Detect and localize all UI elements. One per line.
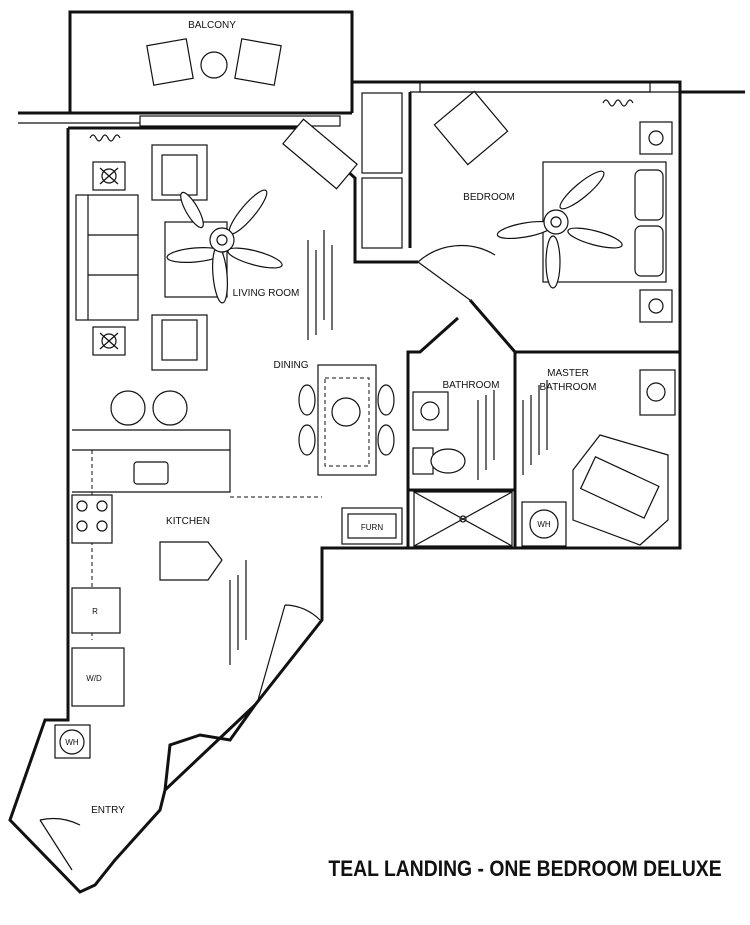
toilet [430,448,466,474]
bedroom-window [419,81,651,93]
label-dining: DINING [274,360,309,371]
ceiling-fan-icon [166,189,283,304]
pillow [634,169,664,221]
dining-chair [377,384,395,416]
label-bedroom: BEDROOM [463,192,515,203]
closet-door [257,604,321,701]
vanity-sink [639,369,676,416]
label-furnace: FURN [361,523,383,532]
toilet-tank [412,447,434,475]
bathroom-fixtures [412,369,676,547]
bedroom-furniture [361,90,673,323]
living-room-furniture [75,118,358,371]
nightstand [639,289,673,323]
washer-dryer [71,647,125,707]
label-refrigerator: R [92,607,98,616]
dresser [361,177,403,249]
balcony-table [200,51,228,79]
bar-stool [110,390,146,426]
label-bathroom: BATHROOM [442,380,499,391]
kitchen-fixtures [54,390,322,759]
balcony-chair [234,38,282,86]
dining-chair [377,424,395,456]
balcony-slider [139,115,341,127]
label-entry: ENTRY [91,805,125,816]
dresser [361,92,403,174]
sofa [75,194,139,321]
balcony-furniture [146,38,282,86]
plan-title: TEAL LANDING - ONE BEDROOM DELUXE [328,857,721,881]
dining-chair [298,384,316,416]
dining-table [317,364,377,476]
balcony-chair [146,38,194,86]
dining-furniture [298,364,395,476]
entry-door [39,817,81,871]
pillow [634,225,664,277]
stair-hatch [307,230,333,340]
vanity-sink [412,391,449,431]
bedroom-chair [433,90,509,166]
label-washer-dryer: W/D [86,674,102,683]
tv-stand [282,118,358,190]
kitchen-island [159,541,223,581]
label-living-room: LIVING ROOM [233,288,300,299]
kitchen-sink [133,461,169,485]
ceiling-fan-icon [496,170,623,289]
bar-stool [152,390,188,426]
label-wh-entry: WH [65,738,79,747]
label-master-2: BATHROOM [539,382,596,393]
nightstand [639,121,673,155]
dining-chair [298,424,316,456]
label-balcony: BALCONY [188,20,236,31]
refrigerator [71,587,121,634]
label-kitchen: KITCHEN [166,516,210,527]
label-wh-bath: WH [537,520,551,529]
label-master-1: MASTER [547,368,589,379]
